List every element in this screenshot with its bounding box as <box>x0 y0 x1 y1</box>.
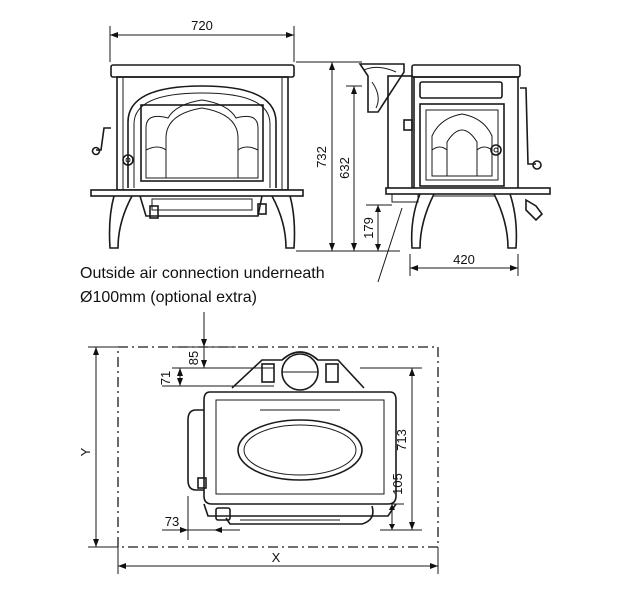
dim-label-85: 85 <box>186 351 201 365</box>
air-note-leader <box>377 207 403 283</box>
plan-view <box>117 346 439 548</box>
dim-label-720: 720 <box>191 18 213 33</box>
dim-label-105: 105 <box>390 473 405 495</box>
dim-label-713: 713 <box>394 429 409 451</box>
dim-label-632: 632 <box>337 157 352 179</box>
dimension-depth-side: 420 <box>409 252 519 276</box>
dimension-heights: 732 632 179 <box>296 61 400 252</box>
plan-dimensions: 85 71 713 105 73 Y X <box>78 312 439 574</box>
dim-label-x: X <box>272 550 281 565</box>
dim-label-420: 420 <box>453 252 475 267</box>
dim-label-y: Y <box>78 447 93 456</box>
front-view: 720 <box>90 18 304 249</box>
side-view <box>358 63 551 249</box>
note-outside-air-line1: Outside air connection underneath <box>80 265 325 282</box>
note-outside-air-line2: Ø100mm (optional extra) <box>80 289 257 306</box>
dim-label-73: 73 <box>165 514 179 529</box>
dimension-width-front: 720 <box>109 18 295 62</box>
dim-label-71: 71 <box>158 371 173 385</box>
dim-label-732: 732 <box>314 146 329 168</box>
dim-label-179: 179 <box>361 217 376 239</box>
